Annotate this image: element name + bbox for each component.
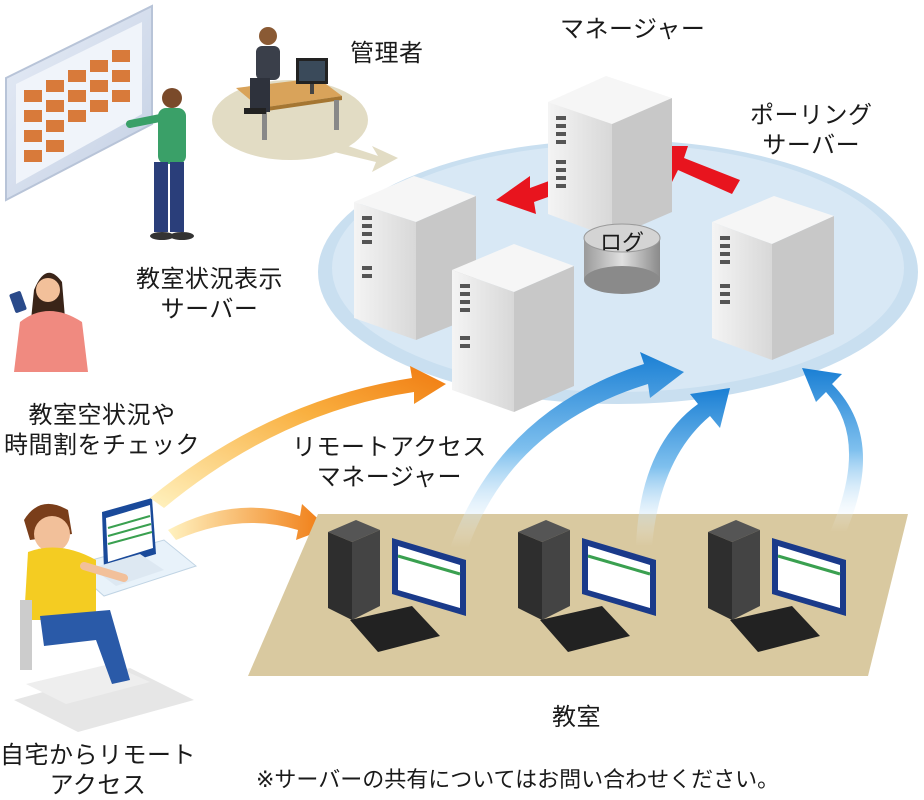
orange-arrow-to-classroom xyxy=(168,504,328,540)
check-label: 教室空状況や 時間割をチェック xyxy=(4,401,200,459)
manager-server-icon xyxy=(548,76,672,238)
wall-display-icon xyxy=(5,4,153,202)
orange-arrow-to-server xyxy=(150,366,446,508)
polling-server-icon xyxy=(712,196,834,360)
status-display-server-label: 教室状況表示 サーバー xyxy=(136,265,283,323)
standing-person-icon xyxy=(126,88,194,240)
blue-arrow-1 xyxy=(450,352,684,548)
smartphone-person-icon xyxy=(9,272,88,372)
classroom-pc-3 xyxy=(708,520,846,652)
admin-arrow xyxy=(326,140,398,172)
remote-manager-server-icon xyxy=(452,244,574,412)
log-label: ログ xyxy=(600,231,644,256)
home-remote-label: 自宅からリモート アクセス xyxy=(0,741,196,799)
blue-arrow-3 xyxy=(802,368,864,532)
home-user-icon xyxy=(14,498,198,732)
classroom-pc-1 xyxy=(328,520,466,652)
admin-label: 管理者 xyxy=(350,39,424,67)
classroom-label: 教室 xyxy=(552,703,601,731)
classroom-pc-2 xyxy=(518,520,656,652)
log-database-icon: ログ xyxy=(583,223,661,294)
blue-arrow-2 xyxy=(636,388,730,546)
polling-server-label: ポーリング サーバー xyxy=(750,101,873,159)
admin-desk-icon xyxy=(236,27,342,140)
remote-access-manager-label: リモートアクセス マネージャー xyxy=(292,433,487,491)
footnote: ※サーバーの共有についてはお問い合わせください。 xyxy=(256,768,780,793)
manager-label: マネージャー xyxy=(560,15,706,43)
